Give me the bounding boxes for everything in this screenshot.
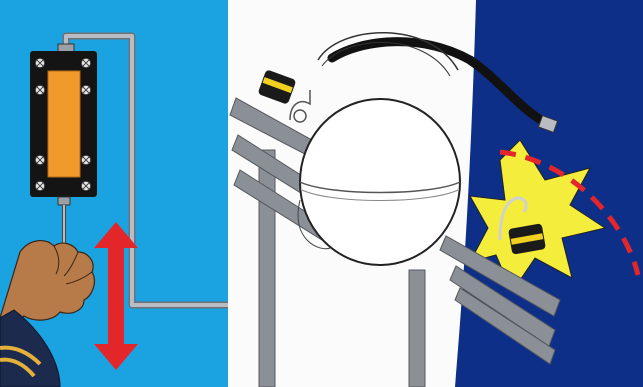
- up-down-arrow: [94, 222, 138, 370]
- left-panel: [0, 0, 228, 387]
- marker-light: [498, 196, 546, 255]
- center-panel: [228, 0, 553, 387]
- handle-mount-indicator: [30, 43, 97, 258]
- marker-light: [258, 70, 311, 123]
- lifebuoy-sphere: [297, 32, 461, 266]
- right-panel: [439, 0, 643, 387]
- hand-pulling-handle: [0, 240, 96, 387]
